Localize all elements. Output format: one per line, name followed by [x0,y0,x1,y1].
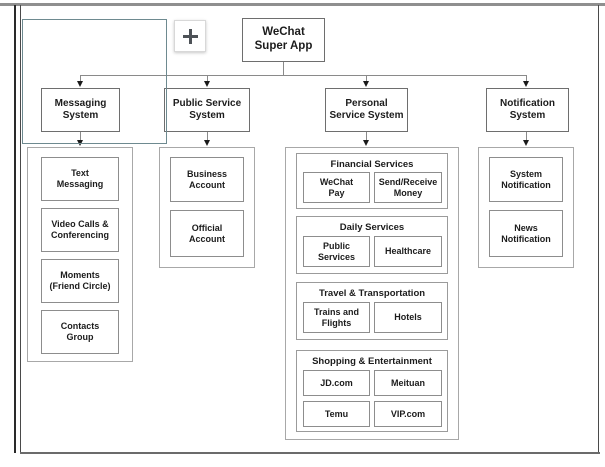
node-moments-friend-circle-label: Moments(Friend Circle) [49,270,111,291]
connector-drop-notification [526,75,527,83]
node-healthcare[interactable]: Healthcare [374,236,442,267]
connector-drop-personal [366,75,367,83]
node-temu-label: Temu [324,408,349,419]
arrow-personal [362,81,369,87]
connector-public-to-group [207,132,208,142]
node-vip-com[interactable]: VIP.com [374,401,442,427]
connector-drop-messaging [80,75,81,83]
canvas-frame-right [598,5,599,453]
connector-messaging-to-group [80,132,81,142]
node-video-calls-conferencing[interactable]: Video Calls &Conferencing [41,208,119,252]
node-hotels[interactable]: Hotels [374,302,442,333]
connector-drop-public [207,75,208,83]
connector-bus [80,75,526,76]
arrow-notification [522,81,529,87]
arrow-personal-group [362,140,369,146]
arrow-messaging-group [76,140,83,146]
node-moments-friend-circle[interactable]: Moments(Friend Circle) [41,259,119,303]
node-temu[interactable]: Temu [303,401,370,427]
subgroup-shopping-entertainment-title: Shopping & Entertainment [312,356,432,367]
node-video-calls-conferencing-label: Video Calls &Conferencing [50,219,109,240]
arrow-messaging [76,81,83,87]
node-meituan-label: Meituan [390,377,425,388]
canvas-frame-bottom [20,452,600,454]
node-jd-com[interactable]: JD.com [303,370,370,396]
subgroup-daily-services-title: Daily Services [339,222,405,233]
node-vip-com-label: VIP.com [390,408,426,419]
canvas-frame-gutter [14,5,16,453]
arrow-public [203,81,210,87]
subgroup-financial-services-title: Financial Services [330,159,414,170]
node-jd-com-label: JD.com [320,377,353,388]
node-hotels-label: Hotels [394,312,422,323]
arrow-notification-group [522,140,529,146]
add-node-button[interactable] [174,20,206,52]
subgroup-travel-transportation-title: Travel & Transportation [318,288,426,299]
connector-root-stem [283,62,284,76]
node-meituan[interactable]: Meituan [374,370,442,396]
canvas-frame-top [0,3,605,6]
connector-personal-to-group [366,132,367,142]
arrow-public-group [203,140,210,146]
plus-icon [182,28,198,44]
node-healthcare-label: Healthcare [384,246,432,257]
connector-notification-to-group [526,132,527,142]
canvas-frame-left [20,5,21,453]
